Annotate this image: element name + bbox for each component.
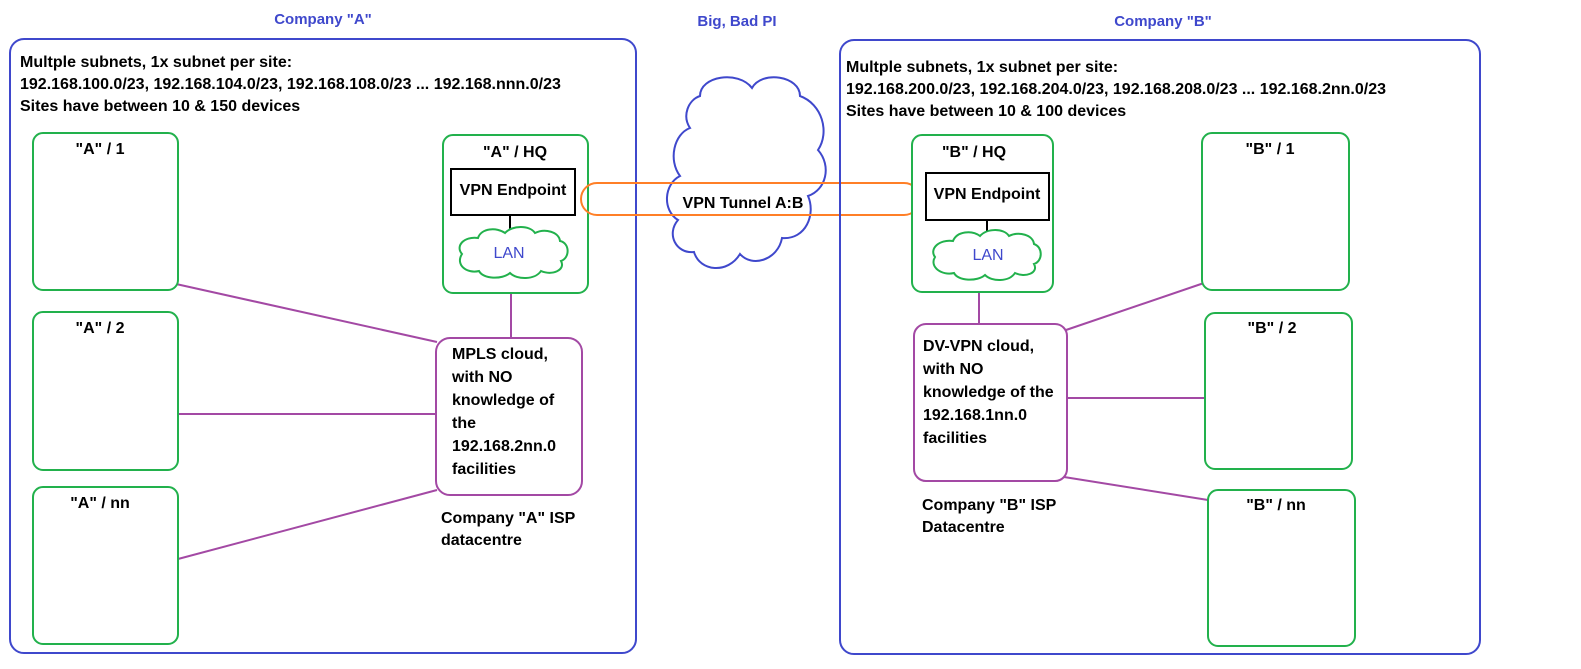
- vpn-endpoint-a-box: [450, 168, 576, 216]
- company-a-info-line-3: Sites have between 10 & 150 devices: [20, 98, 300, 115]
- site-ann-label: "A" / nn: [70, 495, 130, 512]
- dvvpn-cloud-text-4: 192.168.1nn.0: [923, 407, 1027, 424]
- site-bnn-label: "B" / nn: [1246, 497, 1306, 514]
- site-a1-label: "A" / 1: [76, 141, 125, 158]
- site-a2-label: "A" / 2: [76, 320, 125, 337]
- company-b-title: Company "B": [1114, 13, 1212, 30]
- site-ann-box: [32, 486, 179, 645]
- mpls-cloud-box: [435, 337, 583, 496]
- site-a-hq-label: "A" / HQ: [483, 144, 547, 161]
- link-ann-mpls: [177, 489, 438, 560]
- lan-a-label: LAN: [493, 245, 524, 262]
- lan-a-cloud-icon: [458, 226, 569, 279]
- company-b-isp-line-1: Company "B" ISP: [922, 497, 1057, 514]
- company-b-box: [839, 39, 1481, 655]
- dvvpn-cloud-text-1: DV-VPN cloud,: [923, 338, 1034, 355]
- dvvpn-cloud-box: [913, 323, 1068, 482]
- vpn-endpoint-a-label: VPN Endpoint: [460, 182, 567, 199]
- company-a-title: Company "A": [274, 11, 372, 28]
- link-a1-mpls: [175, 283, 438, 343]
- site-b2-box: [1204, 312, 1353, 470]
- lan-b-cloud-icon: [932, 229, 1042, 281]
- company-a-isp-line-2: datacentre: [441, 532, 522, 549]
- mpls-cloud-text-2: with NO: [451, 369, 512, 386]
- company-b-info-line-3: Sites have between 10 & 100 devices: [846, 103, 1126, 120]
- site-b1-box: [1201, 132, 1350, 291]
- dvvpn-cloud-text-5: facilities: [923, 430, 987, 447]
- mpls-cloud-text-1: MPLS cloud,: [452, 346, 548, 363]
- vpn-tunnel-label: VPN Tunnel A:B: [683, 195, 804, 212]
- company-a-box: [9, 38, 637, 654]
- internet-cloud-icon: [666, 76, 827, 269]
- link-bnn-dvvpn: [1063, 476, 1209, 501]
- company-b-info-line-2: 192.168.200.0/23, 192.168.204.0/23, 192.…: [846, 81, 1386, 98]
- site-a2-box: [32, 311, 179, 471]
- vpn-endpoint-b-box: [925, 172, 1050, 221]
- company-a-info-line-1: Multple subnets, 1x subnet per site:: [20, 54, 292, 71]
- mpls-cloud-text-5: 192.168.2nn.0: [452, 438, 556, 455]
- company-b-isp-line-2: Datacentre: [922, 519, 1005, 536]
- lan-b-label: LAN: [972, 247, 1003, 264]
- company-b-info-line-1: Multple subnets, 1x subnet per site:: [846, 59, 1118, 76]
- vpn-endpoint-b-label: VPN Endpoint: [934, 186, 1041, 203]
- site-b-hq-label: "B" / HQ: [942, 144, 1006, 161]
- mpls-cloud-text-3: knowledge of: [452, 392, 555, 409]
- internet-title: Big, Bad PI: [697, 13, 776, 30]
- site-b1-label: "B" / 1: [1246, 141, 1295, 158]
- site-bnn-box: [1207, 489, 1356, 647]
- company-a-info-line-2: 192.168.100.0/23, 192.168.104.0/23, 192.…: [20, 76, 561, 93]
- mpls-cloud-text-4: the: [452, 415, 476, 432]
- site-b2-label: "B" / 2: [1248, 320, 1297, 337]
- link-b1-dvvpn: [1065, 282, 1205, 331]
- site-a1-box: [32, 132, 179, 291]
- mpls-cloud-text-6: facilities: [452, 461, 516, 478]
- dvvpn-cloud-text-3: knowledge of the: [923, 384, 1054, 401]
- dvvpn-cloud-text-2: with NO: [922, 361, 983, 378]
- company-a-isp-line-1: Company "A" ISP: [441, 510, 576, 527]
